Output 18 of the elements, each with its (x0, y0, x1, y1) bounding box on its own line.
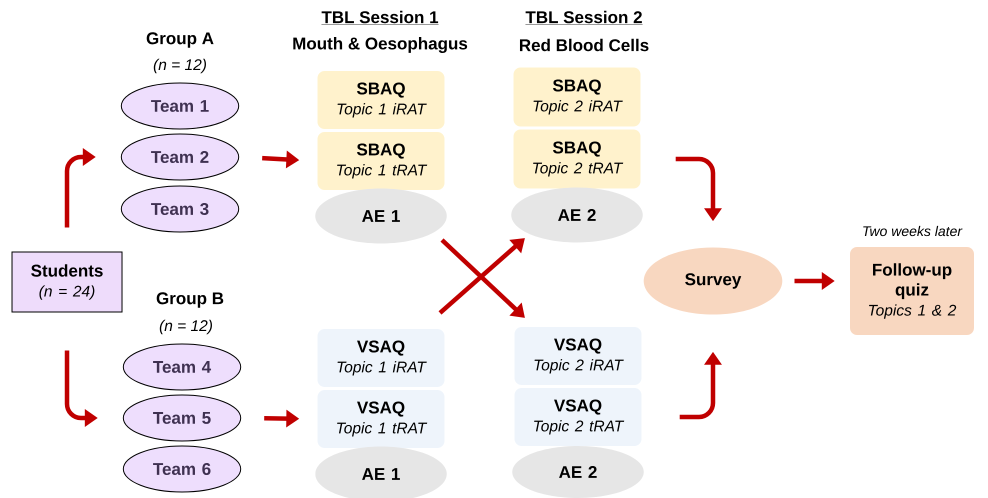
test-box: SBAQ Topic 2 tRAT (514, 130, 640, 188)
quiz-box: Follow-up quiz Topics 1 & 2 (850, 247, 974, 335)
test-box: SBAQ Topic 1 tRAT (318, 132, 444, 190)
test-box: VSAQ Topic 2 iRAT (514, 327, 642, 385)
group-heading: Group A (146, 32, 214, 48)
process-box: Students (n = 24) (12, 252, 123, 312)
group-heading: Group B (156, 292, 224, 308)
session-heading: TBL Session 1 (321, 10, 439, 25)
group-size: (n = 12) (160, 320, 212, 334)
test-box: VSAQ Topic 1 tRAT (318, 390, 444, 448)
session-topic: Red Blood Cells (520, 38, 648, 52)
session-topic: Mouth & Oesophagus (293, 37, 468, 53)
session-heading: TBL Session 2 (525, 10, 643, 25)
test-box: VSAQ Topic 2 tRAT (514, 388, 642, 446)
note-text: Two weeks later (863, 226, 962, 236)
test-box: SBAQ Topic 2 iRAT (514, 68, 640, 126)
test-box: SBAQ Topic 1 iRAT (318, 71, 444, 129)
test-box: VSAQ Topic 1 iRAT (318, 329, 444, 387)
